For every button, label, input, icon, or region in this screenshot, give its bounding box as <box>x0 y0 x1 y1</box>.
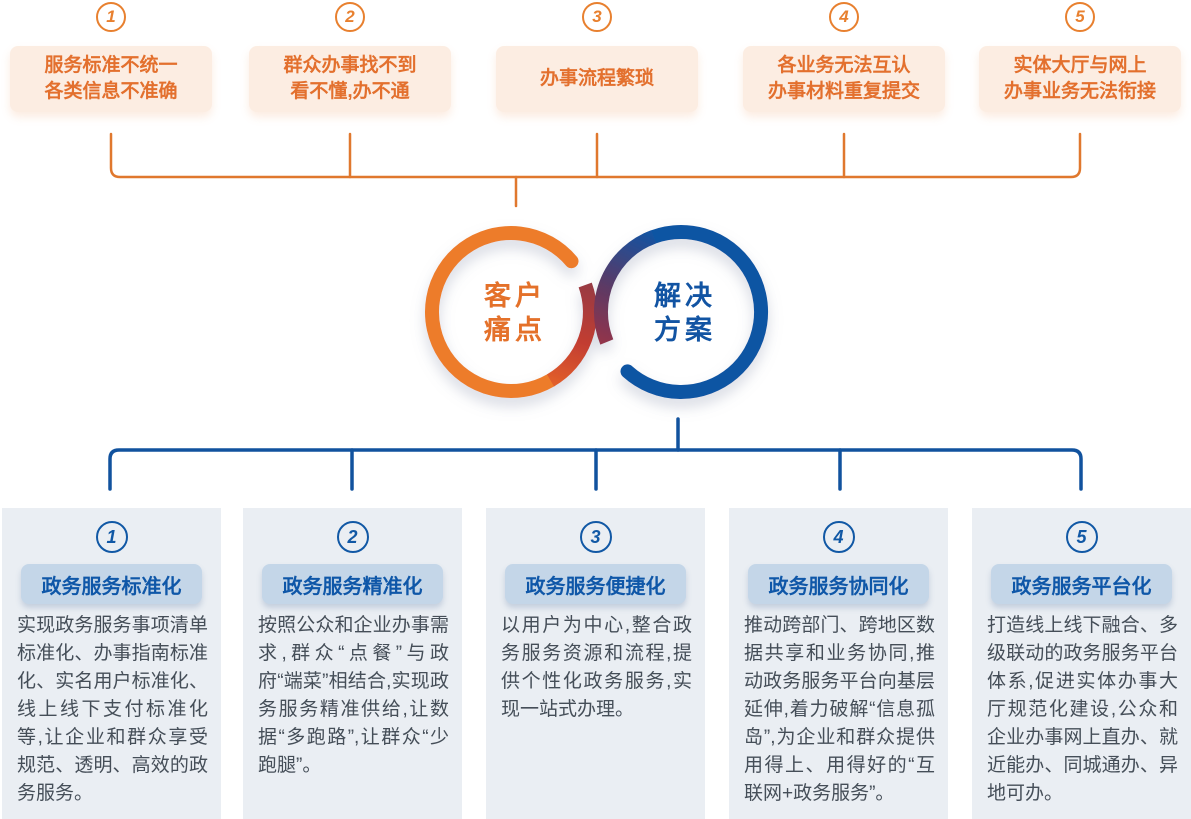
solution-body-text-5: 打造线上线下融合、多级联动的政务服务平台体系,促进实体办事大厅规范化建设,公众和… <box>987 615 1178 804</box>
solution-body-text-4: 推动跨部门、跨地区数据共享和业务协同,推动政务服务平台向基层延伸,着力破解“信息… <box>744 615 935 804</box>
solution-ring-label-line2: 方案 <box>654 315 716 345</box>
solution-ring-label-line1: 解决 <box>654 281 716 311</box>
solution-number-badge-4: 4 <box>822 521 855 553</box>
pain-box-2-line1: 群众办事找不到 <box>283 55 417 76</box>
pain-ring-label: 客户 痛点 <box>431 279 595 347</box>
pain-box-1-line1: 服务标准不统一 <box>44 55 178 76</box>
solution-number-badge-2: 2 <box>336 521 369 553</box>
pain-number-badge-2: 2 <box>335 2 365 32</box>
pain-box-4-line1: 各业务无法互认 <box>777 55 911 76</box>
pain-box-5-line2: 办事业务无法衔接 <box>1003 81 1156 102</box>
pain-box-5: 实体大厅与网上 办事业务无法衔接 <box>979 46 1181 112</box>
solution-ring-label: 解决 方案 <box>601 279 765 347</box>
pain-number-badge-3: 3 <box>582 2 612 32</box>
pain-ring-label-line2: 痛点 <box>484 315 546 345</box>
pain-box-1-line2: 各类信息不准确 <box>44 81 178 102</box>
pain-ring-label-line1: 客户 <box>484 281 546 311</box>
pain-box-4-line2: 办事材料重复提交 <box>767 81 920 102</box>
pain-number-badge-4: 4 <box>829 2 859 32</box>
pain-box-2-line2: 看不懂,办不通 <box>290 81 410 102</box>
solution-title-pill-5: 政务服务平台化 <box>991 564 1172 604</box>
solution-title-pill-3: 政务服务便捷化 <box>505 564 686 604</box>
pain-box-2: 群众办事找不到 看不懂,办不通 <box>249 46 451 112</box>
pain-box-3-line1: 办事流程繁琐 <box>539 68 654 89</box>
pain-number-badge-1: 1 <box>96 2 126 32</box>
solution-number-badge-3: 3 <box>579 521 612 553</box>
solution-card-3: 3 政务服务便捷化 以用户为中心,整合政务服务资源和流程,提供个性化政务服务,实… <box>486 508 705 819</box>
pain-box-4: 各业务无法互认 办事材料重复提交 <box>743 46 945 112</box>
solution-title-pill-4: 政务服务协同化 <box>748 564 929 604</box>
solution-title-pill-2: 政务服务精准化 <box>262 564 443 604</box>
solution-title-pill-1: 政务服务标准化 <box>21 564 202 604</box>
pain-box-3: 办事流程繁琐 <box>496 46 698 112</box>
solution-card-4: 4 政务服务协同化 推动跨部门、跨地区数据共享和业务协同,推动政务服务平台向基层… <box>729 508 948 819</box>
solution-body-text-1: 实现政务服务事项清单标准化、办事指南标准化、实名用户标准化、线上线下支付标准化等… <box>17 615 208 804</box>
solution-body-text-2: 按照公众和企业办事需求,群众“点餐”与政府“端菜”相结合,实现政务服务精准供给,… <box>258 615 449 776</box>
pain-number-badge-5: 5 <box>1065 2 1095 32</box>
pain-box-5-line1: 实体大厅与网上 <box>1013 55 1147 76</box>
solution-card-1: 1 政务服务标准化 实现政务服务事项清单标准化、办事指南标准化、实名用户标准化、… <box>2 508 221 819</box>
solution-card-5: 5 政务服务平台化 打造线上线下融合、多级联动的政务服务平台体系,促进实体办事大… <box>972 508 1191 819</box>
solution-number-badge-5: 5 <box>1065 521 1098 553</box>
pain-box-1: 服务标准不统一 各类信息不准确 <box>10 46 212 112</box>
top-bracket-connector <box>109 132 1082 208</box>
solution-body-text-3: 以用户为中心,整合政务服务资源和流程,提供个性化政务服务,实现一站式办理。 <box>501 615 692 720</box>
solution-number-badge-1: 1 <box>95 521 128 553</box>
solution-card-2: 2 政务服务精准化 按照公众和企业办事需求,群众“点餐”与政府“端菜”相结合,实… <box>243 508 462 819</box>
bottom-bracket-connector <box>108 417 1083 491</box>
